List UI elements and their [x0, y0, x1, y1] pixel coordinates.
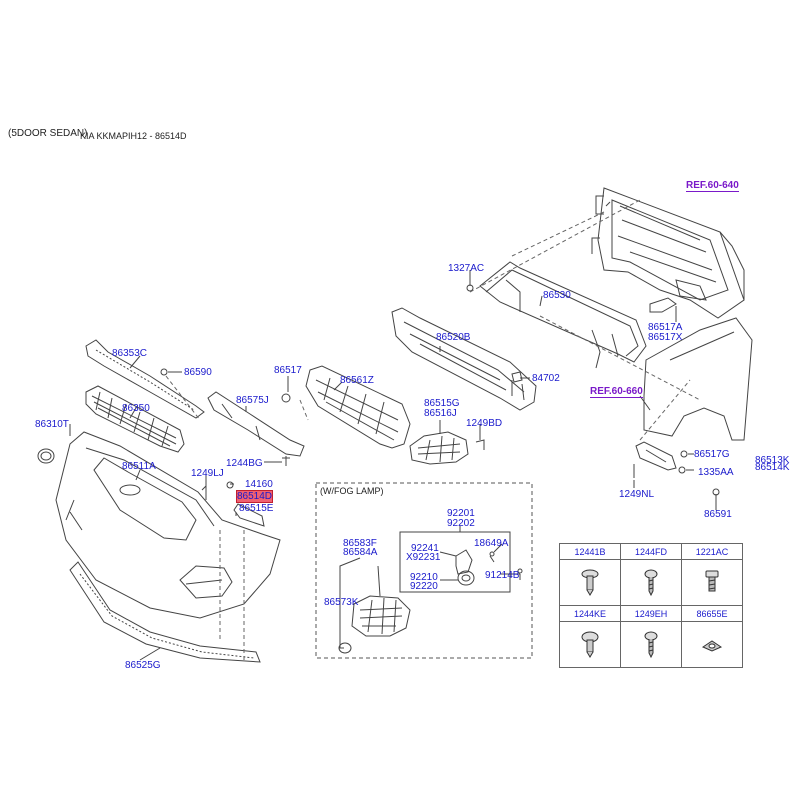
side-bracket-drawing [207, 391, 305, 457]
part-label-86514K[interactable]: 86514K [755, 462, 790, 473]
energy-absorber-drawing [391, 307, 537, 411]
fender-bracket-drawing [635, 441, 677, 471]
ref-label-60-660[interactable]: REF.60-660 [590, 386, 643, 398]
fastener-code-12441B[interactable]: 12441B [559, 543, 621, 560]
part-label-86573K[interactable]: 86573K [324, 597, 359, 608]
screw-fastener-icon [644, 631, 658, 658]
part-label-91214B[interactable]: 91214B [485, 570, 520, 581]
bumper-cover-drawing [55, 431, 281, 619]
part-label-92202[interactable]: 92202 [447, 518, 475, 529]
grille-upper-bracket-drawing [85, 339, 205, 419]
part-label-86513K[interactable]: 86513K [755, 455, 790, 466]
part-label-1249NL[interactable]: 1249NL [619, 489, 655, 500]
fog-lamp-drawing [338, 549, 523, 654]
fog-lamp-option-label: (W/FOG LAMP) [320, 486, 384, 496]
part-label-86584A[interactable]: 86584A [343, 547, 378, 558]
back-beam-drawing [479, 261, 677, 369]
fastener-image-cell [559, 621, 621, 668]
part-label-86590[interactable]: 86590 [184, 367, 212, 378]
part-label-92210[interactable]: 92210 [410, 572, 438, 583]
part-label-86561Z[interactable]: 86561Z [340, 375, 374, 386]
part-label-86514D-selected[interactable]: 86514D [235, 490, 274, 503]
part-label-86353C[interactable]: 86353C [112, 348, 148, 359]
screw-fastener-icon [644, 569, 658, 596]
part-label-86515G[interactable]: 86515G [424, 398, 460, 409]
part-label-86310T[interactable]: 86310T [35, 419, 69, 430]
part-label-X92231[interactable]: X92231 [406, 552, 441, 563]
part-label-84702[interactable]: 84702 [532, 373, 560, 384]
part-label-1249BD[interactable]: 1249BD [466, 418, 503, 429]
part-label-86520B[interactable]: 86520B [436, 332, 471, 343]
part-label-92201[interactable]: 92201 [447, 508, 475, 519]
part-label-1249LJ[interactable]: 1249LJ [191, 468, 224, 479]
part-label-86517A[interactable]: 86517A [648, 322, 683, 333]
lower-lip-drawing [69, 561, 261, 663]
ref-label-60-640[interactable]: REF.60-640 [686, 180, 739, 192]
part-label-86517G[interactable]: 86517G [694, 449, 730, 460]
grommet-fastener-icon [701, 639, 723, 652]
clip-fastener-icon [581, 631, 599, 658]
fastener-code-1244FD[interactable]: 1244FD [620, 543, 682, 560]
lower-grille-drawing [305, 365, 411, 449]
part-label-86591[interactable]: 86591 [704, 509, 732, 520]
catalog-reference: KIA KKMAPIH12 - 86514D [80, 131, 187, 141]
part-label-86515E[interactable]: 86515E [239, 503, 274, 514]
fastener-image-cell [681, 621, 743, 668]
fog-lamp-option-box [315, 482, 533, 659]
part-label-86517X[interactable]: 86517X [648, 332, 683, 343]
bolt-fastener-icon [705, 570, 719, 591]
fastener-code-1221AC[interactable]: 1221AC [681, 543, 743, 560]
fastener-code-1244KE[interactable]: 1244KE [559, 605, 621, 622]
part-label-86530[interactable]: 86530 [543, 290, 571, 301]
part-label-92241[interactable]: 92241 [411, 543, 439, 554]
radiator-support-drawing [591, 187, 745, 319]
fastener-code-1249EH[interactable]: 1249EH [620, 605, 682, 622]
fastener-code-86655E[interactable]: 86655E [681, 605, 743, 622]
fog-cover-drawing [409, 431, 469, 465]
fastener-image-cell [681, 559, 743, 606]
fastener-image-cell [620, 559, 682, 606]
fastener-image-cell [620, 621, 682, 668]
part-label-86575J[interactable]: 86575J [236, 395, 269, 406]
radiator-grille-drawing [85, 385, 185, 453]
part-label-86516J[interactable]: 86516J [424, 408, 457, 419]
part-label-92220[interactable]: 92220 [410, 581, 438, 592]
part-label-14160[interactable]: 14160 [245, 479, 273, 490]
part-label-86350[interactable]: 86350 [122, 403, 150, 414]
fastener-table: 12441B 1244FD 1221AC 1244KE 1249EH 86655… [559, 543, 743, 668]
part-label-86511A[interactable]: 86511A [122, 461, 156, 472]
part-label-86583F[interactable]: 86583F [343, 538, 377, 549]
fastener-image-cell [559, 559, 621, 606]
fender-drawing [643, 317, 753, 441]
part-label-86525G[interactable]: 86525G [125, 660, 161, 671]
part-label-86517[interactable]: 86517 [274, 365, 302, 376]
part-label-1327AC[interactable]: 1327AC [448, 263, 485, 274]
model-label: (5DOOR SEDAN) [8, 128, 88, 139]
part-label-1335AA[interactable]: 1335AA [698, 467, 734, 478]
emblem-drawing [37, 448, 55, 464]
part-label-18649A[interactable]: 18649A [474, 538, 509, 549]
part-label-1244BG[interactable]: 1244BG [226, 458, 263, 469]
clip-fastener-icon [581, 569, 599, 596]
